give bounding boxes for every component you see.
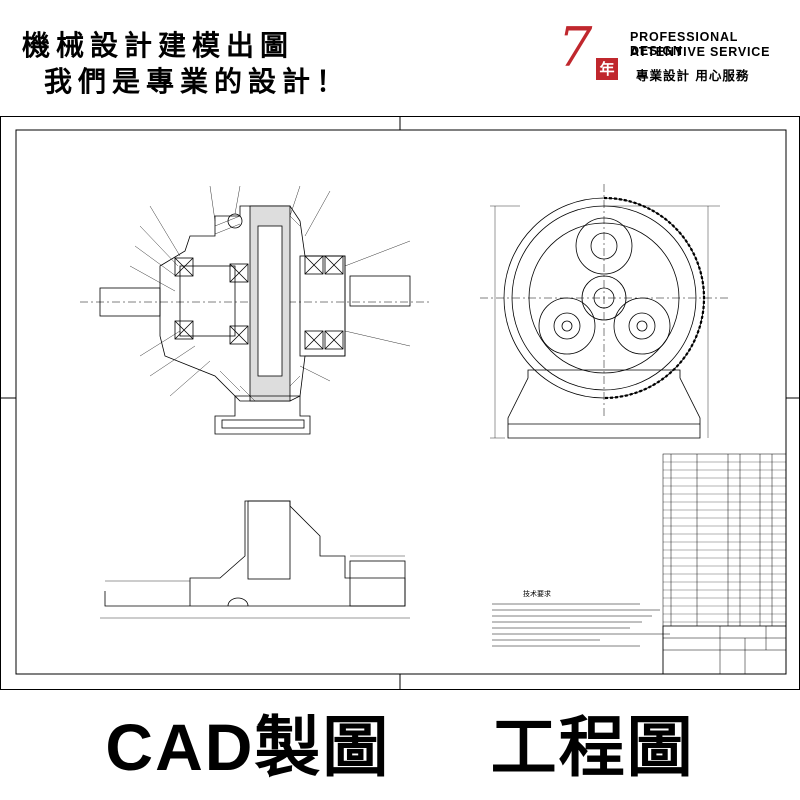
logo-tagline-en-1: PROFESSIONAL DESIGN <box>630 30 738 58</box>
slogan-line-2: 我們是專業的設計！ <box>44 65 351 98</box>
footer-banner: CAD製圖 工程圖 <box>0 702 800 792</box>
cad-drawing-sheet: 技术要求 <box>0 116 800 690</box>
brand-logo: 7 年 PROFESSIONAL DESIGN ATTENTIVE SERVIC… <box>558 18 788 88</box>
technical-notes: 技术要求 <box>492 589 670 647</box>
base-elevation-view <box>100 500 410 619</box>
footer-right-text: 工程圖 <box>490 710 695 784</box>
gearbox-section-view <box>80 185 430 435</box>
slogan-line-1: 機械設計建模出圖 <box>22 29 295 62</box>
logo-tagline-en-2: ATTENTIVE SERVICE <box>630 45 771 59</box>
parts-list-table <box>662 453 787 675</box>
logo-years-badge: 年 <box>596 58 618 80</box>
notes-title: 技术要求 <box>523 589 551 598</box>
footer-left-text: CAD製圖 <box>105 710 391 784</box>
logo-tagline-zh: 專業設計 用心服務 <box>636 68 750 83</box>
logo-years-numeral: 7 <box>558 16 593 79</box>
planetary-gear-end-view <box>480 184 728 439</box>
slogan: 機械設計建模出圖 我們是專業的設計！ <box>22 28 350 100</box>
sheet-inner-frame <box>15 129 787 675</box>
sheet-outer-frame <box>0 116 800 690</box>
